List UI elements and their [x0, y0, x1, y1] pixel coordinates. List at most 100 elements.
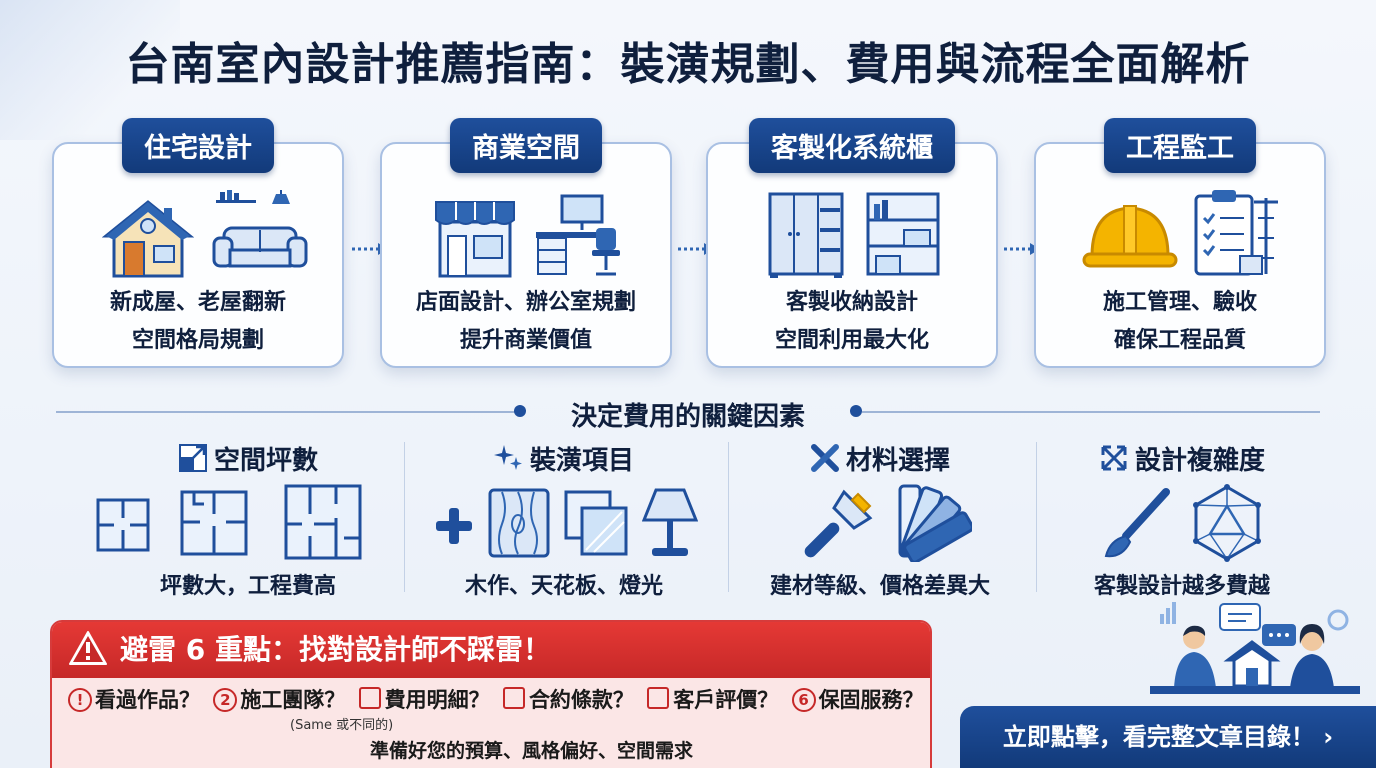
service-card-supervision: 工程監工 施工管理、驗收 確保工程品質 — [1034, 118, 1326, 368]
resize-icon — [178, 444, 207, 472]
view-toc-button[interactable]: 立即點擊，看完整文章目錄！ › — [960, 706, 1376, 768]
paintbrush-icon — [804, 489, 873, 558]
cost-section-title: 決定費用的關鍵因素 — [570, 402, 805, 432]
service-title: 商業空間 — [450, 118, 602, 173]
factor-title: 裝潢項目 — [529, 446, 634, 476]
card-icons — [54, 186, 342, 278]
number-circle-icon: 6 — [791, 688, 816, 712]
contract-icon — [502, 687, 525, 709]
service-desc: 施工管理、驗收 確保工程品質 — [1036, 284, 1324, 360]
warning-item-label: 客戶評價？ — [673, 688, 779, 712]
lamp-icon — [642, 488, 698, 556]
warning-item-label: 合約條款？ — [528, 688, 634, 712]
column-separator — [404, 442, 405, 592]
plus-icon — [436, 508, 472, 544]
warning-note: (Same 或不同的) — [290, 718, 394, 733]
clipboard-icon — [1194, 190, 1278, 276]
column-separator — [728, 442, 729, 592]
floorplan-medium-icon — [180, 490, 248, 556]
service-desc: 店面設計、辦公室規劃 提升商業價值 — [382, 284, 670, 360]
warning-prep-text: 準備好您的預算、風格偏好、空間需求 — [370, 740, 694, 762]
warning-header: 避雷 6 重點：找對設計師不踩雷！ — [52, 622, 930, 678]
factor-caption: 建材等級、價格差異大 — [769, 574, 990, 599]
number-circle-icon: 2 — [213, 688, 238, 712]
service-desc-line1: 施工管理、驗收 — [1102, 290, 1257, 315]
factor-heading: 裝潢項目 — [404, 440, 724, 477]
warning-item-label: 費用明細？ — [384, 688, 490, 712]
tile-icon — [564, 490, 628, 556]
expand-arrows-icon — [1101, 445, 1127, 471]
warning-item: 合約條款？ — [502, 687, 634, 712]
service-desc-line2: 提升商業價值 — [459, 328, 592, 353]
card-icons — [382, 186, 670, 278]
service-card-residential: 住宅設計 新成屋、老屋翻新 空間格局規 — [52, 118, 344, 368]
card-icons — [708, 186, 996, 278]
divider-line-right — [862, 411, 1320, 413]
factor-art — [1022, 484, 1342, 564]
divider-line-left — [56, 411, 516, 413]
factor-title: 設計複雜度 — [1134, 446, 1265, 476]
service-desc: 客製收納設計 空間利用最大化 — [708, 284, 996, 360]
column-separator — [1036, 442, 1037, 592]
factor-title: 空間坪數 — [213, 446, 318, 476]
warning-item: 費用明細？ — [358, 687, 490, 712]
warning-item-label: 看過作品？ — [95, 688, 200, 712]
color-swatch-icon — [898, 484, 972, 562]
factor-renovation: 裝潢項目 木作、天花板、燈光 — [404, 440, 724, 610]
service-title: 客製化系統櫃 — [749, 118, 955, 173]
service-card-commercial: 商業空間 店面設計、辦公室規劃 提升商 — [380, 118, 672, 368]
brush-icon — [1104, 488, 1170, 558]
office-desk-icon — [536, 194, 620, 276]
factor-heading: 空間坪數 — [88, 440, 408, 477]
storefront-icon — [435, 201, 515, 278]
service-desc-line1: 客製收納設計 — [785, 290, 918, 315]
warning-item: !看過作品？ — [68, 688, 200, 712]
services-row: 住宅設計 新成屋、老屋翻新 空間格局規 — [48, 116, 1328, 372]
factor-art — [720, 484, 1040, 564]
service-desc-line1: 新成屋、老屋翻新 — [109, 290, 286, 315]
geometric-network-icon — [1193, 484, 1261, 562]
warning-item-label: 保固服務？ — [818, 688, 924, 712]
exclamation-circle-icon: ! — [68, 688, 92, 712]
wardrobe-icon — [768, 192, 844, 278]
factor-title: 材料選擇 — [845, 446, 950, 476]
warning-triangle-icon — [69, 631, 107, 665]
service-desc-line1: 店面設計、辦公室規劃 — [415, 290, 636, 315]
service-desc-line2: 空間格局規劃 — [131, 328, 264, 353]
warning-title: 避雷 6 重點：找對設計師不踩雷！ — [120, 633, 551, 666]
factor-art — [88, 484, 408, 564]
page-title: 台南室內設計推薦指南：裝潢規劃、費用與流程全面解析 — [125, 39, 1251, 90]
review-icon — [647, 687, 670, 709]
calendar-icon — [358, 687, 381, 709]
factor-area: 空間坪數 坪數大，工程費高 — [88, 440, 408, 610]
factor-heading: 材料選擇 — [720, 440, 1040, 477]
service-desc-line2: 確保工程品質 — [1113, 328, 1246, 353]
factor-complexity: 設計複雜度 客製設計越多費越 — [1022, 440, 1342, 610]
service-desc-line2: 空間利用最大化 — [774, 328, 929, 353]
service-title: 工程監工 — [1104, 118, 1256, 173]
warning-item: 客戶評價？ — [647, 687, 779, 712]
sparkle-icon — [493, 445, 522, 470]
decorative-stripe — [0, 0, 180, 140]
divider-dot-left — [514, 405, 526, 417]
card-icons — [1036, 186, 1324, 278]
factor-art — [404, 484, 724, 564]
floorplan-large-icon — [284, 484, 362, 560]
floorplan-small-icon — [96, 498, 150, 552]
hard-hat-icon — [1082, 205, 1178, 268]
service-desc: 新成屋、老屋翻新 空間格局規劃 — [54, 284, 342, 360]
tools-icon — [810, 444, 839, 472]
service-title: 住宅設計 — [122, 118, 274, 173]
factor-materials: 材料選擇 建材等級、價格差異大 — [720, 440, 1040, 610]
warning-item-label: 施工團隊？ — [240, 688, 346, 712]
factor-caption: 客製設計越多費越 — [1093, 574, 1270, 599]
service-card-custom-cabinet: 客製化系統櫃 客製收納設計 空間利用最大化 — [706, 118, 998, 368]
factor-caption: 木作、天花板、燈光 — [464, 574, 663, 599]
consultation-illustration — [1150, 602, 1360, 694]
factor-caption: 坪數大，工程費高 — [159, 574, 336, 599]
sofa-icon — [212, 190, 308, 268]
wood-panel-icon — [488, 488, 550, 558]
